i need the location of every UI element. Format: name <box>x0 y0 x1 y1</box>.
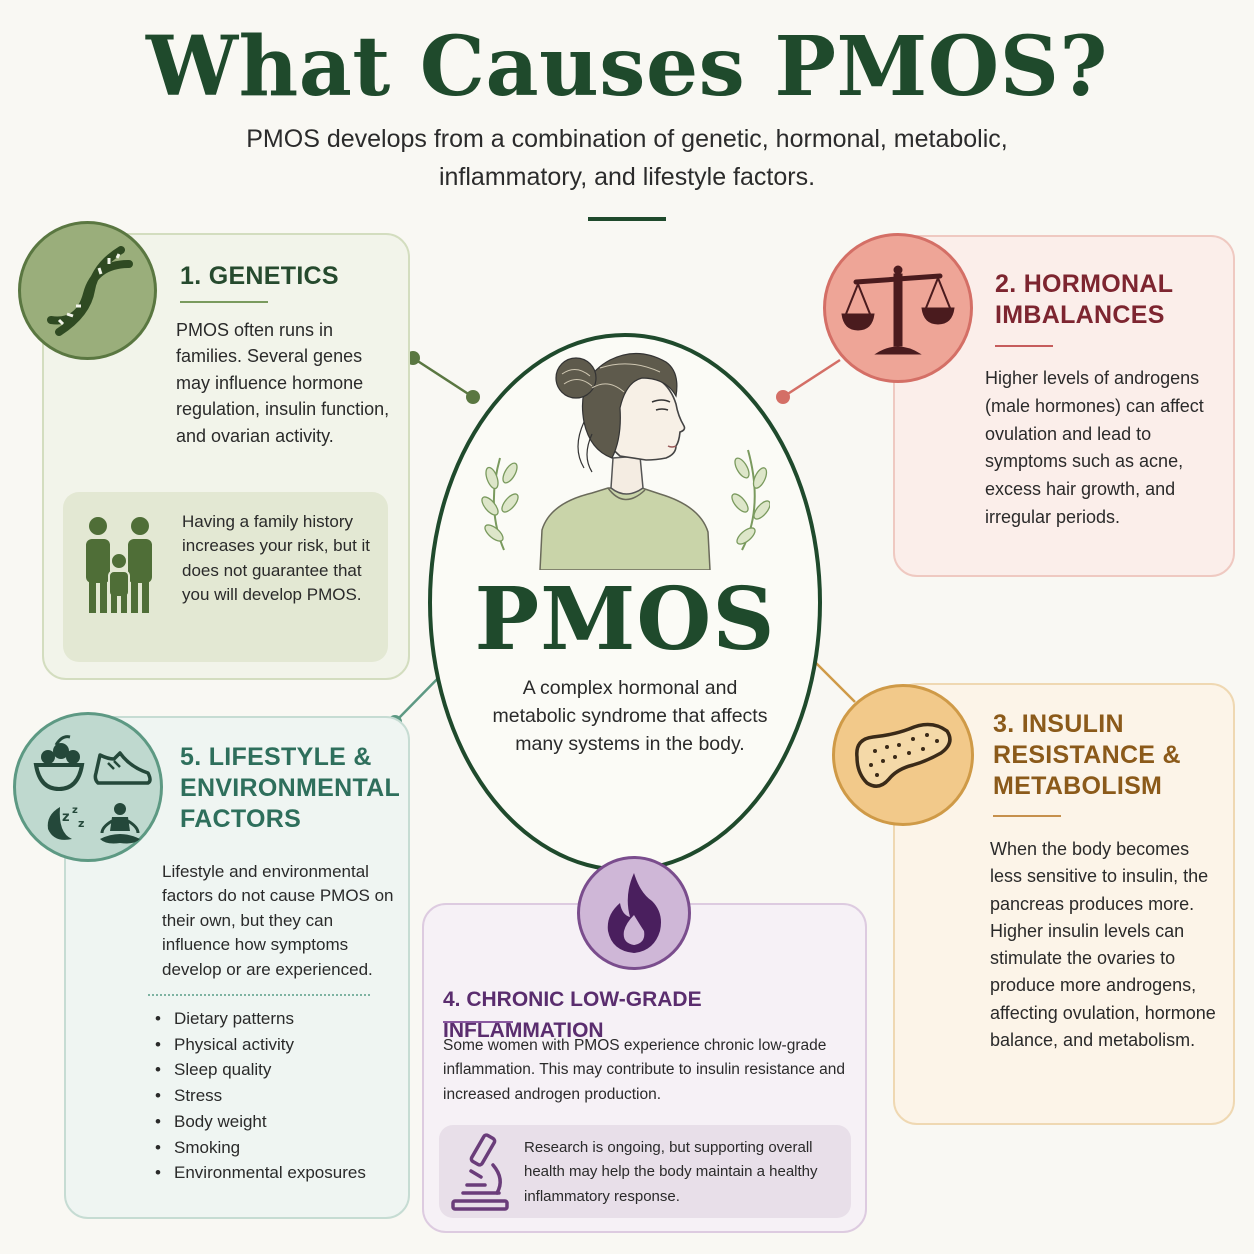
pancreas-icon <box>855 722 952 788</box>
lifestyle-body: Lifestyle and environmental factors do n… <box>162 862 394 979</box>
list-item: Sleep quality <box>155 1057 395 1083</box>
lifestyle-heading: 5. LIFESTYLE & ENVIRONMENTAL FACTORS <box>180 743 400 833</box>
family-icon <box>86 517 152 613</box>
microscope-icon <box>451 1133 509 1211</box>
list-item: Body weight <box>155 1109 395 1135</box>
sleep-moon-icon: z z z <box>47 805 84 840</box>
inflammation-body: Some women with PMOS experience chronic … <box>443 1037 846 1103</box>
dna-icon <box>47 246 133 336</box>
sneaker-icon <box>93 751 152 785</box>
lifestyle-icon-circle: z z z <box>13 712 163 862</box>
inflammation-heading: 4. CHRONIC LOW-GRADE INFLAMMATION <box>443 988 702 1042</box>
list-item: Physical activity <box>155 1032 395 1058</box>
insulin-body: When the body becomes less sensitive to … <box>990 839 1216 1051</box>
lifestyle-factor-list: Dietary patterns Physical activity Sleep… <box>155 1006 395 1186</box>
flame-icon <box>607 873 661 953</box>
genetics-icon-circle <box>18 221 157 360</box>
hormonal-icon-circle <box>823 233 973 383</box>
insulin-icon-circle <box>832 684 974 826</box>
genetics-note: Having a family history increases your r… <box>182 512 371 605</box>
list-item: Stress <box>155 1083 395 1109</box>
hormonal-rule <box>995 345 1053 347</box>
page-subtitle: PMOS develops from a combination of gene… <box>246 125 1008 191</box>
research-note: Research is ongoing, but supporting over… <box>524 1139 818 1205</box>
insulin-rule <box>993 815 1061 817</box>
list-item: Environmental exposures <box>155 1160 395 1186</box>
lifestyle-icons-group: z z z <box>33 735 152 844</box>
lifestyle-dotted-divider <box>148 994 370 996</box>
title-divider <box>588 217 666 221</box>
salad-icon <box>33 735 85 792</box>
genetics-heading: 1. GENETICS <box>180 262 339 290</box>
hormonal-body: Higher levels of androgens (male hormone… <box>985 368 1204 527</box>
woman-profile-illustration <box>481 352 770 570</box>
list-item: Smoking <box>155 1135 395 1161</box>
insulin-heading: 3. INSULIN RESISTANCE & METABOLISM <box>993 710 1181 800</box>
center-title: PMOS <box>474 569 776 670</box>
svg-text:z: z <box>62 810 70 825</box>
meditation-icon <box>100 803 140 844</box>
genetics-rule <box>180 301 268 303</box>
svg-text:z: z <box>72 805 78 816</box>
inflammation-rule <box>443 1021 513 1023</box>
genetics-body: PMOS often runs in families. Several gen… <box>176 320 390 446</box>
page-title: What Causes PMOS? <box>146 19 1108 115</box>
scales-icon <box>841 265 955 355</box>
svg-text:z: z <box>78 817 84 830</box>
list-item: Dietary patterns <box>155 1006 395 1032</box>
inflammation-icon-circle <box>577 856 691 970</box>
center-description: A complex hormonal and metabolic syndrom… <box>492 677 768 755</box>
hormonal-heading: 2. HORMONAL IMBALANCES <box>995 270 1173 329</box>
